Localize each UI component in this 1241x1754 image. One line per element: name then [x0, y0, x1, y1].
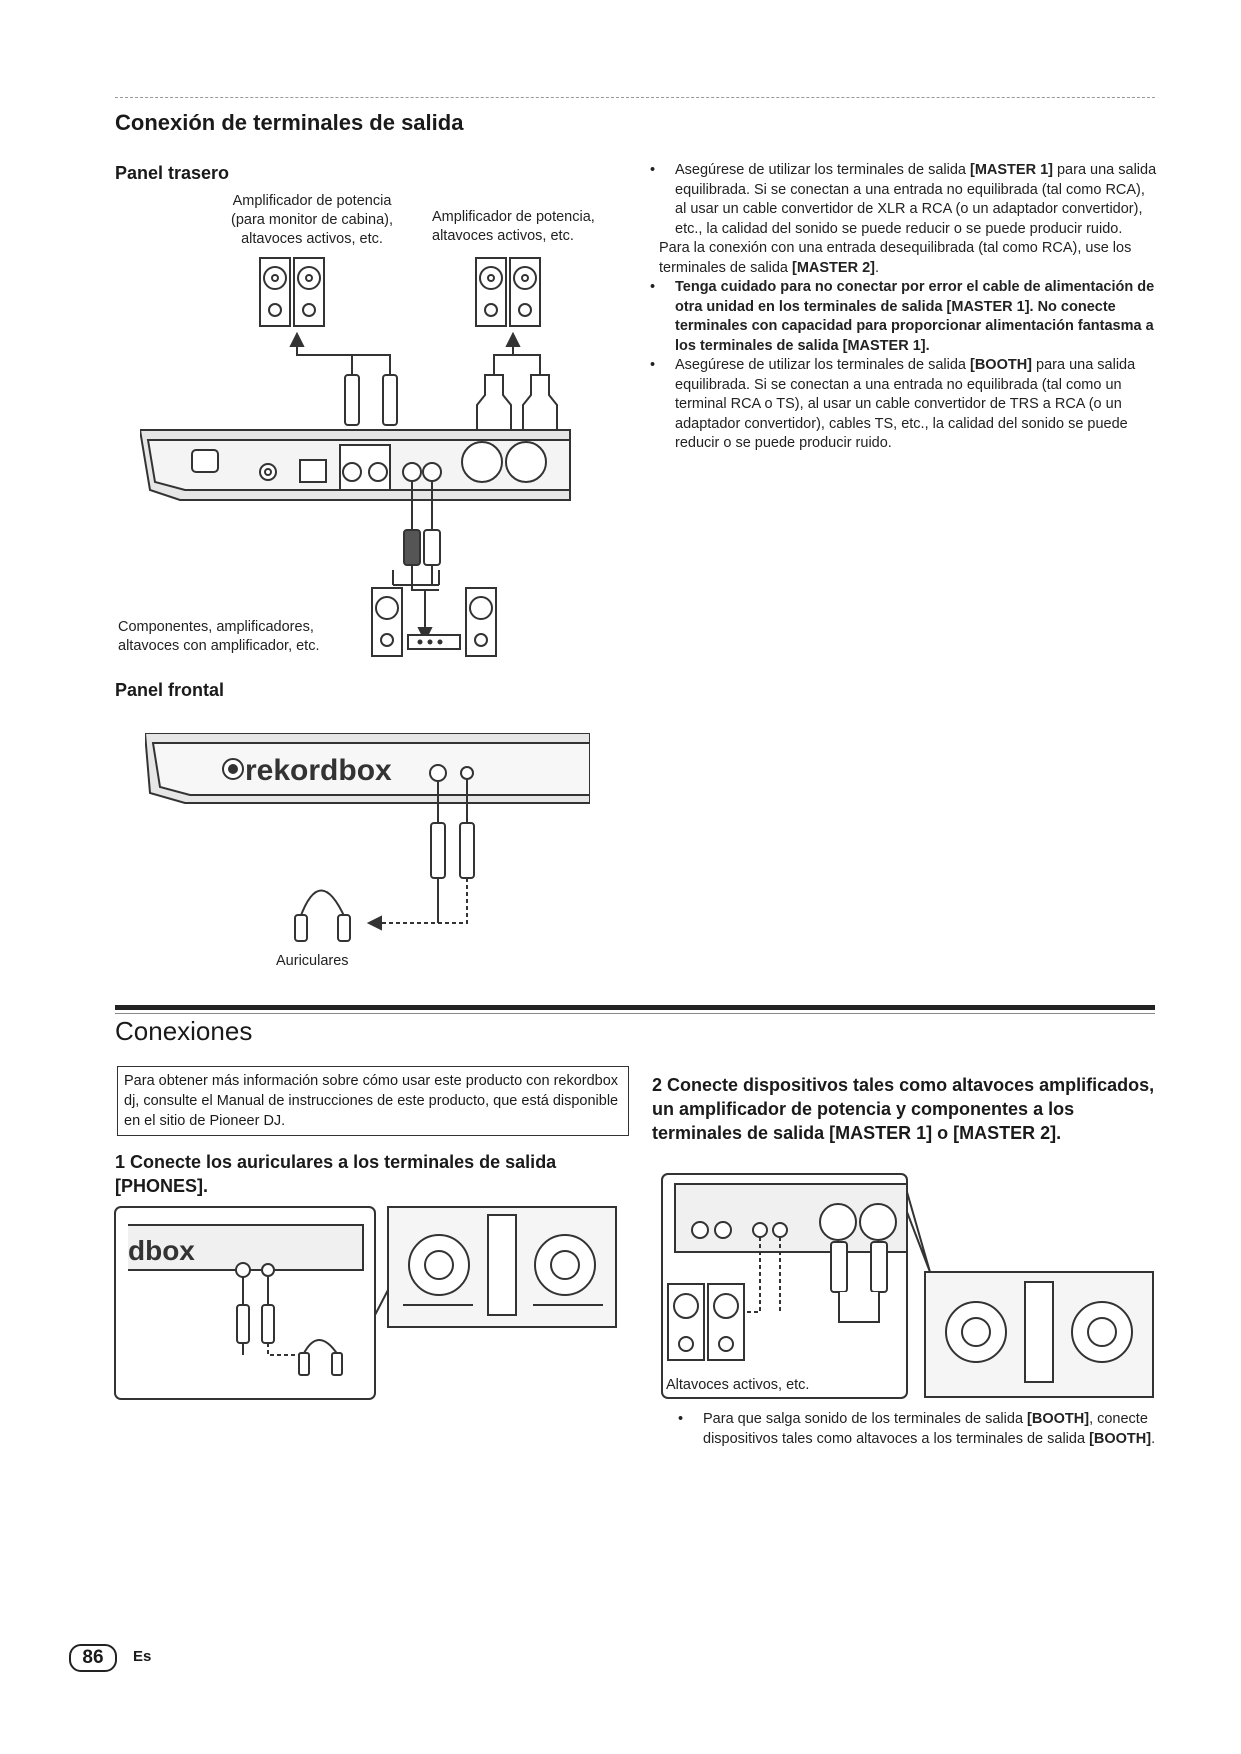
text: Para que salga sonido de los terminales …: [703, 1411, 1027, 1427]
section-rule-thin: [115, 1013, 1155, 1014]
rear-panel-heading: Panel trasero: [115, 163, 229, 184]
note-item: Tenga cuidado para no conectar por error…: [648, 278, 1158, 356]
front-panel-heading: Panel frontal: [115, 680, 224, 701]
text: Para la conexión con una entrada desequi…: [659, 240, 1131, 276]
master-speakers-icon: [476, 258, 540, 326]
rekordbox-logo-fragment: dbox: [128, 1235, 195, 1266]
page-language: Es: [133, 1648, 151, 1665]
info-box: Para obtener más información sobre cómo …: [117, 1066, 629, 1136]
note-item: Asegúrese de utilizar los terminales de …: [648, 161, 1158, 239]
text: .: [1151, 1431, 1155, 1447]
bold-text: [BOOTH]: [970, 357, 1032, 373]
bold-text: [BOOTH]: [1089, 1431, 1151, 1447]
bold-text: [MASTER 1]: [970, 162, 1053, 178]
step-2: 2 Conecte dispositivos tales como altavo…: [652, 1073, 1162, 1145]
rekordbox-logo-text: rekordbox: [245, 754, 392, 787]
step2-diagram: [660, 1172, 1155, 1402]
label-booth-amplifier: Amplificador de potencia (para monitor d…: [212, 192, 412, 249]
bold-text: [BOOTH]: [1027, 1411, 1089, 1427]
note-item: Asegúrese de utilizar los terminales de …: [648, 356, 1158, 454]
text: .: [875, 260, 879, 276]
label-active-speakers: Altavoces activos, etc.: [666, 1376, 809, 1395]
note-item: Para la conexión con una entrada desequi…: [648, 239, 1158, 278]
section-divider: [115, 97, 1155, 98]
step2-note: Para que salga sonido de los terminales …: [676, 1410, 1156, 1449]
step1-diagram: dbox: [113, 1205, 618, 1405]
text: Asegúrese de utilizar los terminales de …: [675, 357, 970, 373]
label-master-amplifier: Amplificador de potencia, altavoces acti…: [432, 208, 632, 246]
bold-text: [MASTER 2]: [792, 260, 875, 276]
output-notes: Asegúrese de utilizar los terminales de …: [648, 161, 1158, 454]
text: Asegúrese de utilizar los terminales de …: [675, 162, 970, 178]
label-headphones: Auriculares: [276, 952, 349, 971]
section-rule-thick: [115, 1005, 1155, 1010]
front-panel-diagram: rekordbox: [145, 733, 590, 973]
bold-text: Tenga cuidado para no conectar por error…: [675, 279, 1154, 354]
section-title-connections: Conexiones: [115, 1016, 252, 1047]
page-number: 86: [69, 1644, 117, 1672]
section-title-output: Conexión de terminales de salida: [115, 110, 463, 136]
rear-panel-diagram: [140, 250, 580, 665]
booth-speakers-icon: [260, 258, 324, 326]
step-1: 1 Conecte los auriculares a los terminal…: [115, 1150, 615, 1198]
